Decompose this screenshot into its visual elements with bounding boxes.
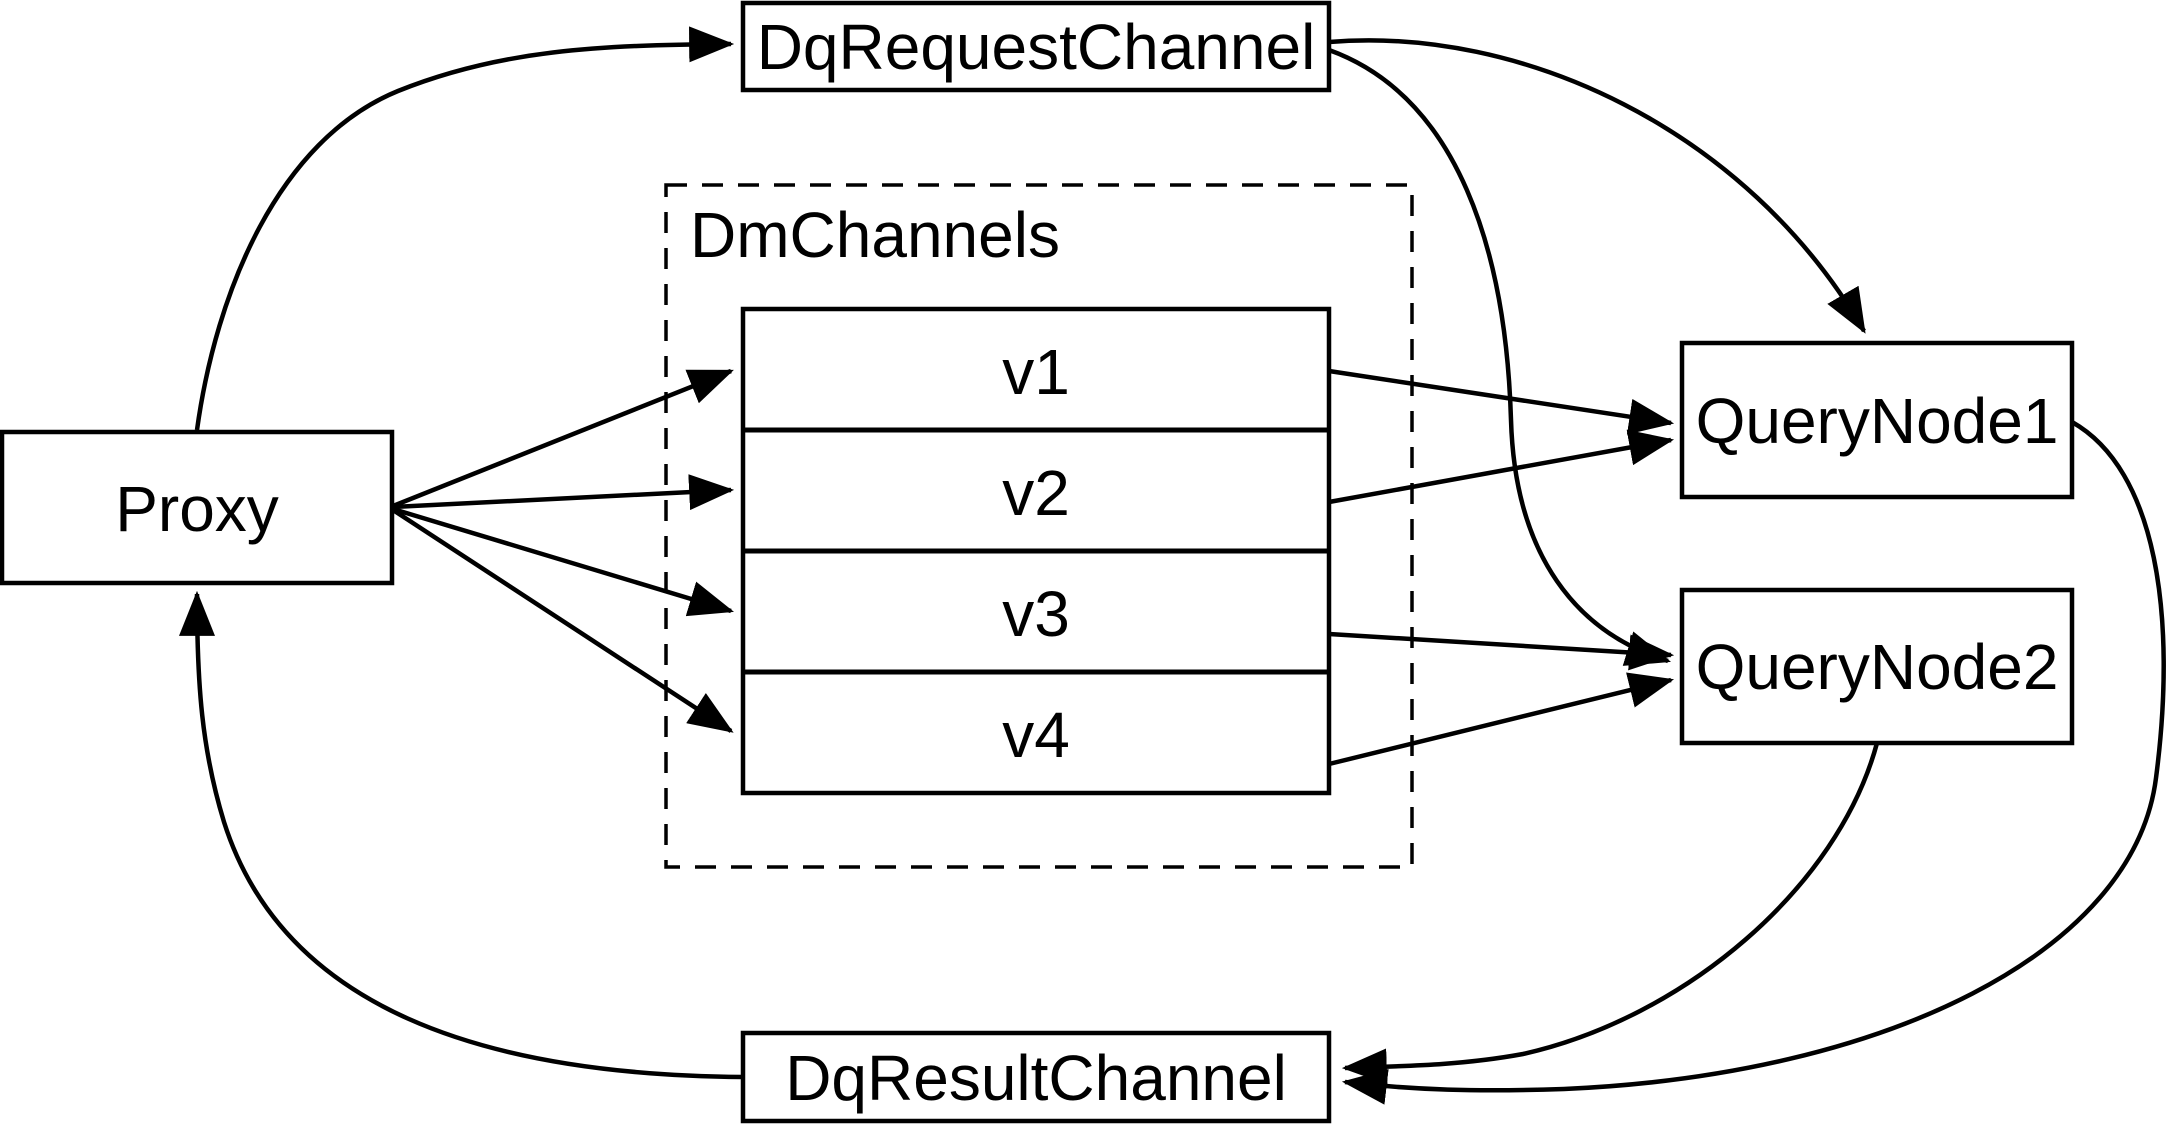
edges xyxy=(179,26,2166,1105)
edge-dqresultchannel-to-proxy xyxy=(179,590,744,1080)
dmchannels-group-label: DmChannels xyxy=(690,199,1060,271)
edge-querynode1-to-dqresultchannel xyxy=(1341,420,2166,1105)
edge-v2-to-querynode1 xyxy=(1328,429,1675,505)
edge-proxy-to-v2 xyxy=(392,474,735,511)
node-querynode1-box xyxy=(1679,340,2075,500)
edge-dqrequestchannel-to-querynode2 xyxy=(1328,47,1672,666)
node-proxy-label: Proxy xyxy=(115,473,279,545)
node-dqrequestchannel-label: DqRequestChannel xyxy=(757,11,1316,83)
channel-row-v3-label: v3 xyxy=(1002,578,1070,650)
node-dqresultchannel-label: DqResultChannel xyxy=(785,1042,1287,1114)
node-querynode2-box xyxy=(1679,587,2075,746)
edge-proxy-to-dqrequestchannel xyxy=(194,26,735,431)
edge-v4-to-querynode2 xyxy=(1328,672,1675,767)
channel-row-v1-label: v1 xyxy=(1002,336,1070,408)
channel-row-v2-label: v2 xyxy=(1002,457,1070,529)
node-dqresultchannel-box xyxy=(740,1030,1332,1124)
edge-dqrequestchannel-to-querynode1 xyxy=(1328,38,1866,334)
edge-proxy-to-v1 xyxy=(392,368,734,509)
edge-proxy-to-v4 xyxy=(391,508,734,733)
edge-v1-to-querynode1 xyxy=(1328,368,1675,435)
edge-querynode2-to-dqresultchannel xyxy=(1341,742,1880,1085)
node-dqrequestchannel-box xyxy=(740,0,1332,93)
node-querynode1-label: QueryNode1 xyxy=(1696,385,2059,457)
nodes: Proxy DqRequestChannel DmChannels v1 v2 … xyxy=(0,0,2075,1124)
node-querynode2-label: QueryNode2 xyxy=(1696,631,2059,703)
edge-v3-to-querynode2 xyxy=(1328,631,1675,671)
channel-row-v4-label: v4 xyxy=(1002,699,1070,771)
edge-proxy-to-v3 xyxy=(392,506,735,617)
node-proxy-box xyxy=(0,429,395,586)
dmchannels-group-box xyxy=(664,183,1414,869)
